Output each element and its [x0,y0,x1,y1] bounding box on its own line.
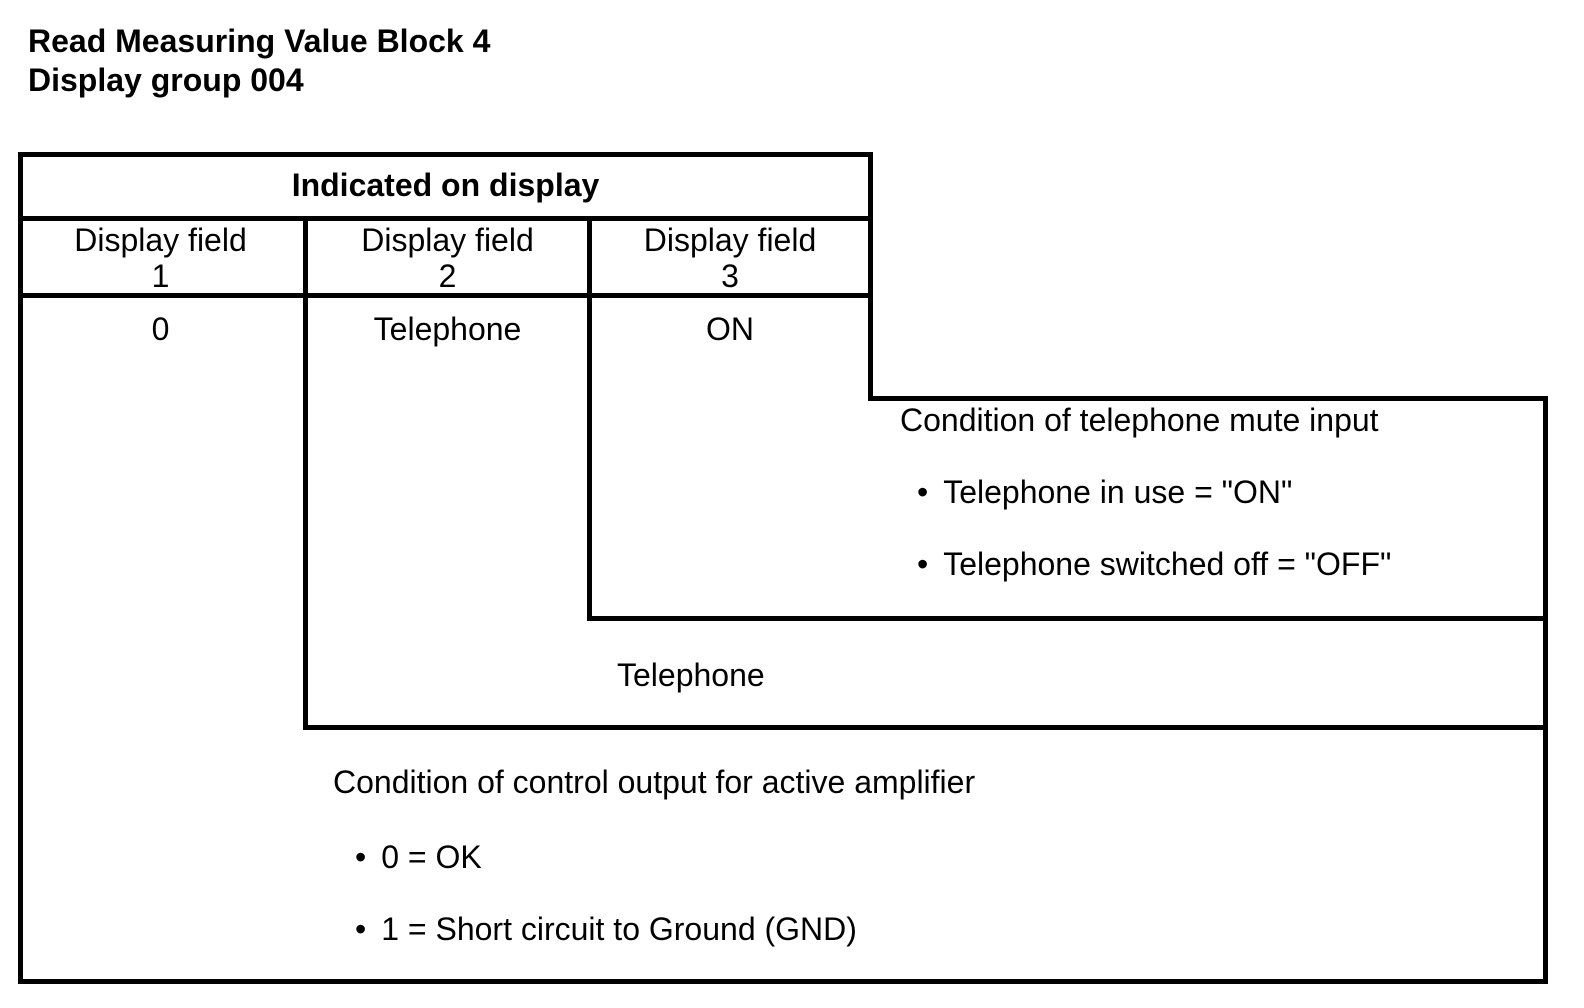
column-header-display-field-2: Display field 2 [308,222,587,294]
field3-callout-heading: Condition of telephone mute input [900,402,1379,438]
table-header-indicated-on-display: Indicated on display [291,167,600,203]
column-header-display-field-3: Display field 3 [592,222,868,294]
column-header-label: Display field [361,222,534,258]
display-field-2-value: Telephone [373,311,522,347]
diagram-right-border [1543,396,1548,984]
field1-callout-heading: Condition of control output for active a… [333,764,976,800]
bullet-icon: • [355,911,367,947]
diagram-left-border [18,152,23,984]
field3-bullet-2: • Telephone switched off = "OFF" [917,546,1391,582]
bullet-icon: • [917,546,929,582]
column-header-display-field-1: Display field 1 [18,222,303,294]
page-title-line2: Display group 004 [28,62,304,98]
diagram-bottom-border [18,979,1548,984]
field3-callout-top-border [868,396,1548,401]
field1-bullet-2-text: 1 = Short circuit to Ground (GND) [381,911,857,947]
page-title: Read Measuring Value Block 4 Display gro… [28,22,490,100]
field3-bullet-2-text: Telephone switched off = "OFF" [943,546,1392,582]
column-header-number: 3 [721,258,739,294]
field3-bullet-1: • Telephone in use = "ON" [917,474,1292,510]
field2-callout-label: Telephone [617,657,765,693]
column-header-label: Display field [643,222,817,258]
field1-bullet-1-text: 0 = OK [381,839,482,875]
col2-col3-divider [587,216,592,621]
bullet-icon: • [355,839,367,875]
column-header-number: 1 [151,258,170,294]
display-field-1-value: 0 [151,311,170,347]
column-header-divider [18,293,873,298]
column-header-label: Display field [74,222,247,258]
col1-col2-divider [303,216,308,730]
table-right-border [868,152,873,401]
table-top-border [18,152,873,157]
page-title-line1: Read Measuring Value Block 4 [28,23,491,59]
field3-bullet-1-text: Telephone in use = "ON" [943,474,1293,510]
header-row-divider [18,216,873,221]
field3-callout-bottom-border [587,616,1548,621]
field1-bullet-2: • 1 = Short circuit to Ground (GND) [355,911,857,947]
bullet-icon: • [917,474,929,510]
display-field-3-value: ON [706,311,754,347]
column-header-number: 2 [438,258,457,294]
field2-callout-bottom-border [303,725,1548,730]
field1-bullet-1: • 0 = OK [355,839,482,875]
